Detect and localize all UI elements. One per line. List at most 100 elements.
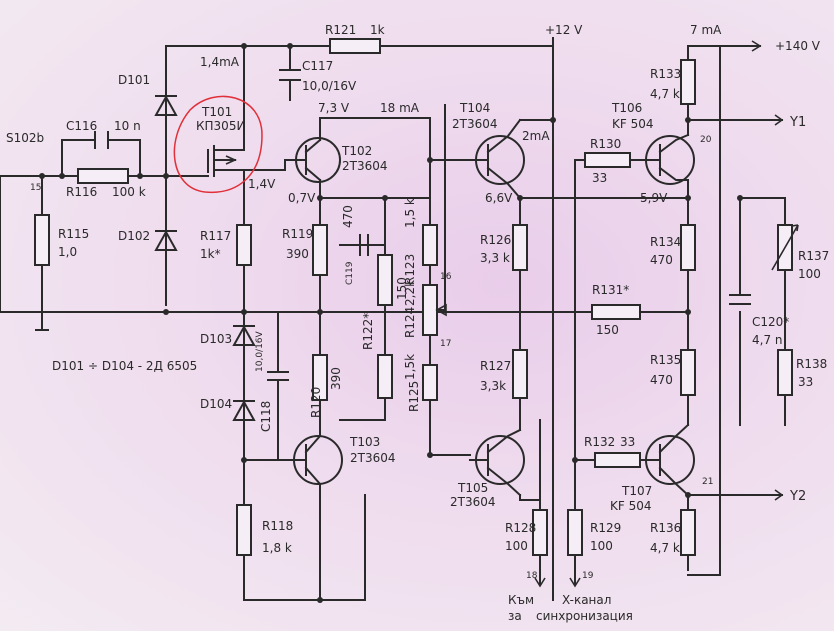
r124-value: 2,2k <box>403 280 417 306</box>
r132-resistor <box>594 452 641 468</box>
r134-value: 470 <box>650 253 673 267</box>
c120-value: 4,7 n <box>752 333 783 347</box>
r127-value: 3,3k <box>480 379 506 393</box>
r130-value: 33 <box>592 171 607 185</box>
t102-ref: T102 <box>341 144 372 158</box>
i7-label: 7 mA <box>690 23 722 37</box>
r117-value: 1k* <box>200 247 221 261</box>
c2-label: 2mA <box>522 129 550 143</box>
r132-value: 33 <box>620 435 635 449</box>
r118-value: 1,8 k <box>262 541 292 555</box>
t102-type: 2T3604 <box>342 159 388 173</box>
r123-value: 1,5 k <box>403 198 417 228</box>
d101-ref: D101 <box>118 73 150 87</box>
t107-ref: T107 <box>621 484 652 498</box>
r136-value: 4,7 k <box>650 541 680 555</box>
d104-ref: D104 <box>200 397 232 411</box>
v12-label: +12 V <box>545 23 583 37</box>
t103-ref: T103 <box>349 435 380 449</box>
t107-bjt <box>645 423 695 497</box>
node-20: 20 <box>700 135 712 145</box>
r133-value: 4,7 k <box>650 87 680 101</box>
r135-resistor <box>680 349 696 396</box>
r137-value: 100 <box>798 267 821 281</box>
c14-label: 1,4mA <box>200 55 240 69</box>
r122-resistor <box>377 254 393 306</box>
diodes <box>154 94 256 421</box>
r116-value: 100 k <box>112 185 146 199</box>
t101-highlight <box>173 95 263 193</box>
c118-value: 10,0/16V <box>255 330 265 372</box>
node-21: 21 <box>702 477 713 487</box>
r115-resistor <box>34 214 50 266</box>
v140-arrow <box>751 40 762 52</box>
resistors <box>34 38 793 556</box>
y1-label: Y1 <box>789 115 806 130</box>
r137-ref: R137 <box>798 249 829 263</box>
v07-label: 0,7V <box>288 191 316 205</box>
caption-right: X-канал <box>562 593 611 607</box>
node-17: 17 <box>440 339 451 349</box>
r120-ref: R120 <box>309 387 323 418</box>
input-label: S102b <box>6 131 44 145</box>
c119-ref: C119 <box>345 261 355 285</box>
r120-resistor <box>312 354 328 401</box>
t106-ref: T106 <box>611 101 642 115</box>
r121-resistor <box>329 38 381 54</box>
d102-ref: D102 <box>118 229 150 243</box>
r128-value: 100 <box>505 539 528 553</box>
r127-ref: R127 <box>480 359 511 373</box>
r129-ref: R129 <box>590 521 621 535</box>
r131-resistor <box>591 304 641 320</box>
t103-bjt <box>287 419 343 496</box>
r117-ref: R117 <box>200 229 231 243</box>
r126-resistor <box>512 224 528 271</box>
r125-ref: R125 <box>407 381 421 412</box>
r124-potentiometer <box>422 284 438 336</box>
y2-label: Y2 <box>789 489 806 504</box>
r129-value: 100 <box>590 539 613 553</box>
r115-value: 1,0 <box>58 245 77 259</box>
r136-resistor <box>680 509 696 556</box>
r134-ref: R134 <box>650 235 681 249</box>
c117-ref: C117 <box>302 59 333 73</box>
r131-value: 150 <box>596 323 619 337</box>
t107-type: KF 504 <box>610 499 652 513</box>
r135-ref: R135 <box>650 353 681 367</box>
c116-value: 10 n <box>114 119 141 133</box>
r130-ref: R130 <box>590 137 621 151</box>
t18-arrow <box>534 577 546 588</box>
diode-note: D101 ÷ D104 - 2Д 6505 <box>52 359 197 373</box>
c117-value: 10,0/16V <box>302 79 357 93</box>
c118-ref: C118 <box>259 401 273 432</box>
t104-ref: T104 <box>459 101 490 115</box>
y1-arrow <box>774 114 784 126</box>
capacitors <box>94 69 751 381</box>
t102-bjt <box>295 137 341 183</box>
y2-arrow <box>774 489 784 501</box>
r126-value: 3,3 k <box>480 251 510 265</box>
r138-ref: R138 <box>796 357 827 371</box>
r125-resistor <box>422 364 438 401</box>
r118-resistor <box>236 504 252 556</box>
r133-ref: R133 <box>650 67 681 81</box>
r135-value: 470 <box>650 373 673 387</box>
node-18: 18 <box>526 571 538 581</box>
r129-resistor <box>567 509 583 556</box>
r130-resistor <box>584 152 631 168</box>
node-16: 16 <box>440 272 452 282</box>
r138-resistor <box>777 349 793 396</box>
r138-value: 33 <box>798 375 813 389</box>
v59-label: 5,9V <box>640 191 668 205</box>
t105-type: 2T3604 <box>450 495 496 509</box>
r120-value: 390 <box>329 367 343 390</box>
t104-type: 2T3604 <box>452 117 498 131</box>
v66-label: 6,6V <box>485 191 513 205</box>
r121-ref: R121 <box>325 23 356 37</box>
r134-resistor <box>680 224 696 271</box>
t106-bjt <box>645 133 695 185</box>
r136-ref: R136 <box>650 521 681 535</box>
c116-ref: C116 <box>66 119 97 133</box>
r116-resistor <box>77 168 129 184</box>
